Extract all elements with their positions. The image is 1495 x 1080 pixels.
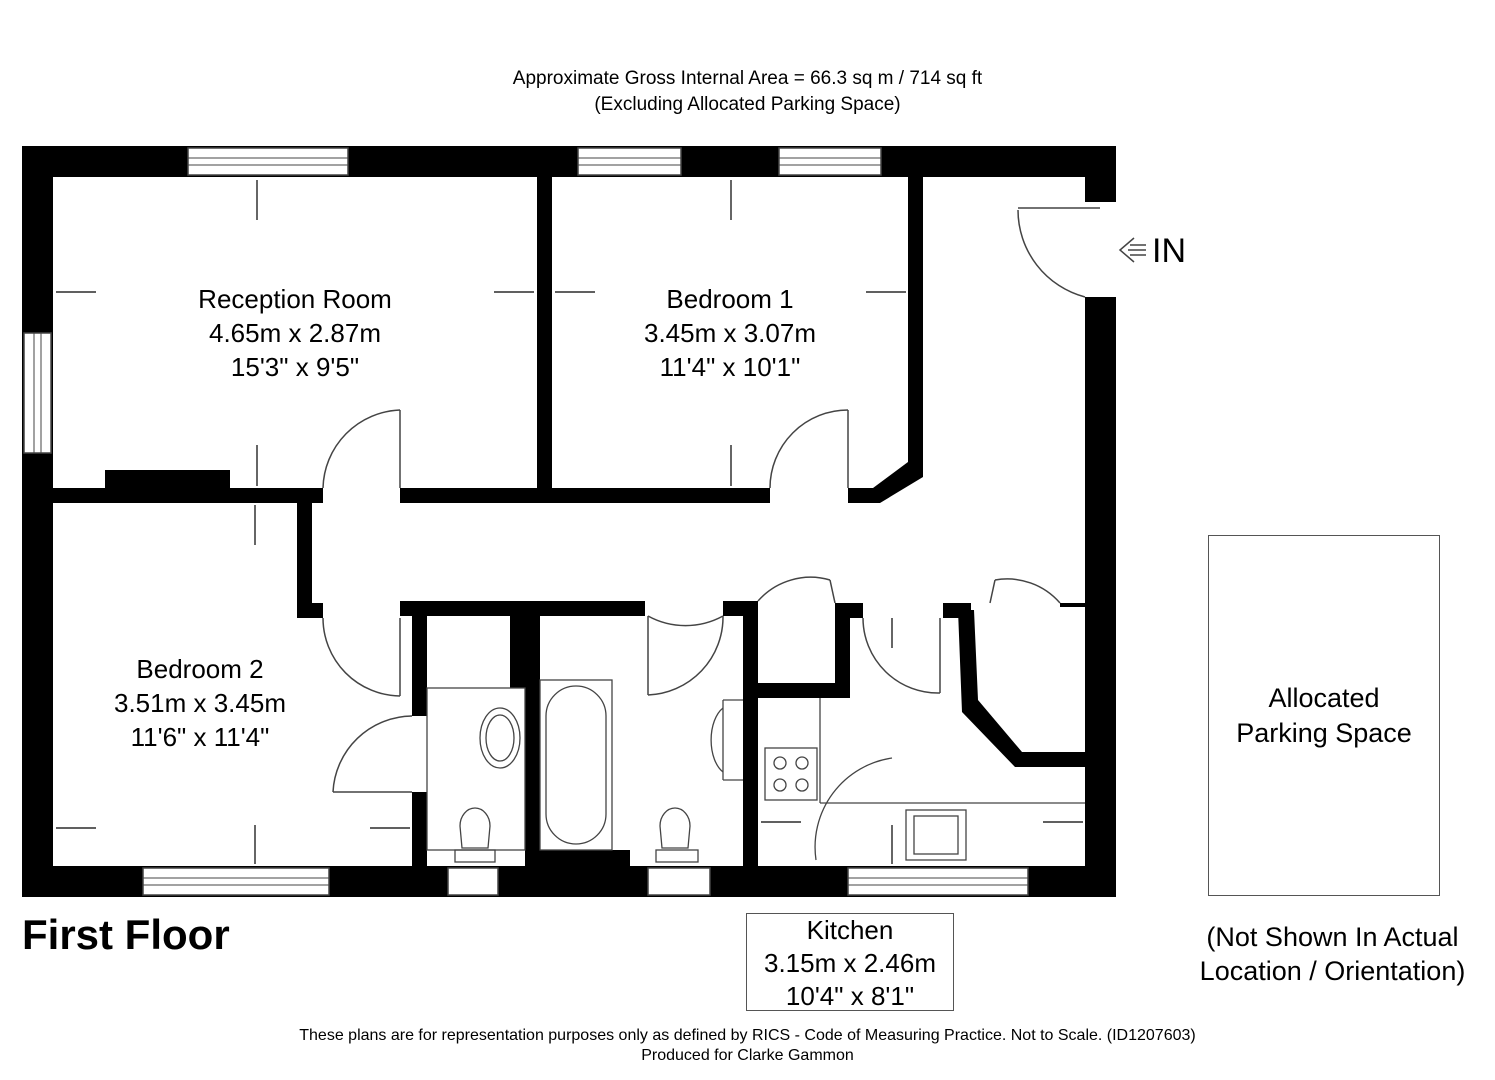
- footer-produced: Produced for Clarke Gammon: [641, 1047, 854, 1064]
- room-kitchen: Kitchen 3.15m x 2.46m 10'4" x 8'1": [746, 913, 954, 1011]
- windows: [23, 147, 1029, 896]
- parking-note-line1: (Not Shown In Actual: [1206, 922, 1459, 952]
- room-bedroom1: Bedroom 1 3.45m x 3.07m 11'4" x 10'1": [610, 282, 850, 384]
- door-swings: [322, 207, 1100, 793]
- parking-note: (Not Shown In Actual Location / Orientat…: [1180, 920, 1485, 988]
- entrance-label: IN: [1152, 232, 1186, 270]
- parking-note-line2: Location / Orientation): [1199, 956, 1466, 986]
- room-bedroom2-metric: 3.51m x 3.45m: [114, 688, 286, 718]
- parking-line2: Parking Space: [1236, 717, 1412, 748]
- room-bedroom1-name: Bedroom 1: [666, 284, 794, 314]
- entrance-arrow-icon: [1118, 237, 1146, 263]
- room-reception-name: Reception Room: [198, 284, 392, 314]
- room-reception-imperial: 15'3" x 9'5": [230, 352, 360, 382]
- room-bedroom2: Bedroom 2 3.51m x 3.45m 11'6" x 11'4": [80, 652, 320, 754]
- window-lines: [33, 157, 1028, 886]
- room-bedroom1-imperial: 11'4" x 10'1": [659, 352, 801, 382]
- room-reception-metric: 4.65m x 2.87m: [209, 318, 381, 348]
- measurement-arrows: [56, 180, 1083, 864]
- footer-disclaimer: These plans are for representation purpo…: [299, 1027, 1196, 1044]
- room-reception: Reception Room 4.65m x 2.87m 15'3" x 9'5…: [150, 282, 440, 384]
- room-bedroom2-imperial: 11'6" x 11'4": [130, 722, 270, 752]
- gross-area-text: Approximate Gross Internal Area = 66.3 s…: [512, 68, 983, 89]
- walls: [22, 146, 1116, 897]
- room-kitchen-name: Kitchen: [806, 915, 894, 945]
- bathroom-fixtures: [426, 679, 1085, 863]
- room-bedroom1-metric: 3.45m x 3.07m: [644, 318, 816, 348]
- parking-line1: Allocated: [1268, 682, 1380, 713]
- excluding-parking-note: (Excluding Allocated Parking Space): [594, 94, 901, 115]
- parking-space: Allocated Parking Space: [1208, 535, 1440, 896]
- floor-label: First Floor: [22, 911, 230, 958]
- room-kitchen-imperial: 10'4" x 8'1": [785, 981, 915, 1011]
- room-kitchen-metric: 3.15m x 2.46m: [764, 948, 936, 978]
- room-bedroom2-name: Bedroom 2: [136, 654, 264, 684]
